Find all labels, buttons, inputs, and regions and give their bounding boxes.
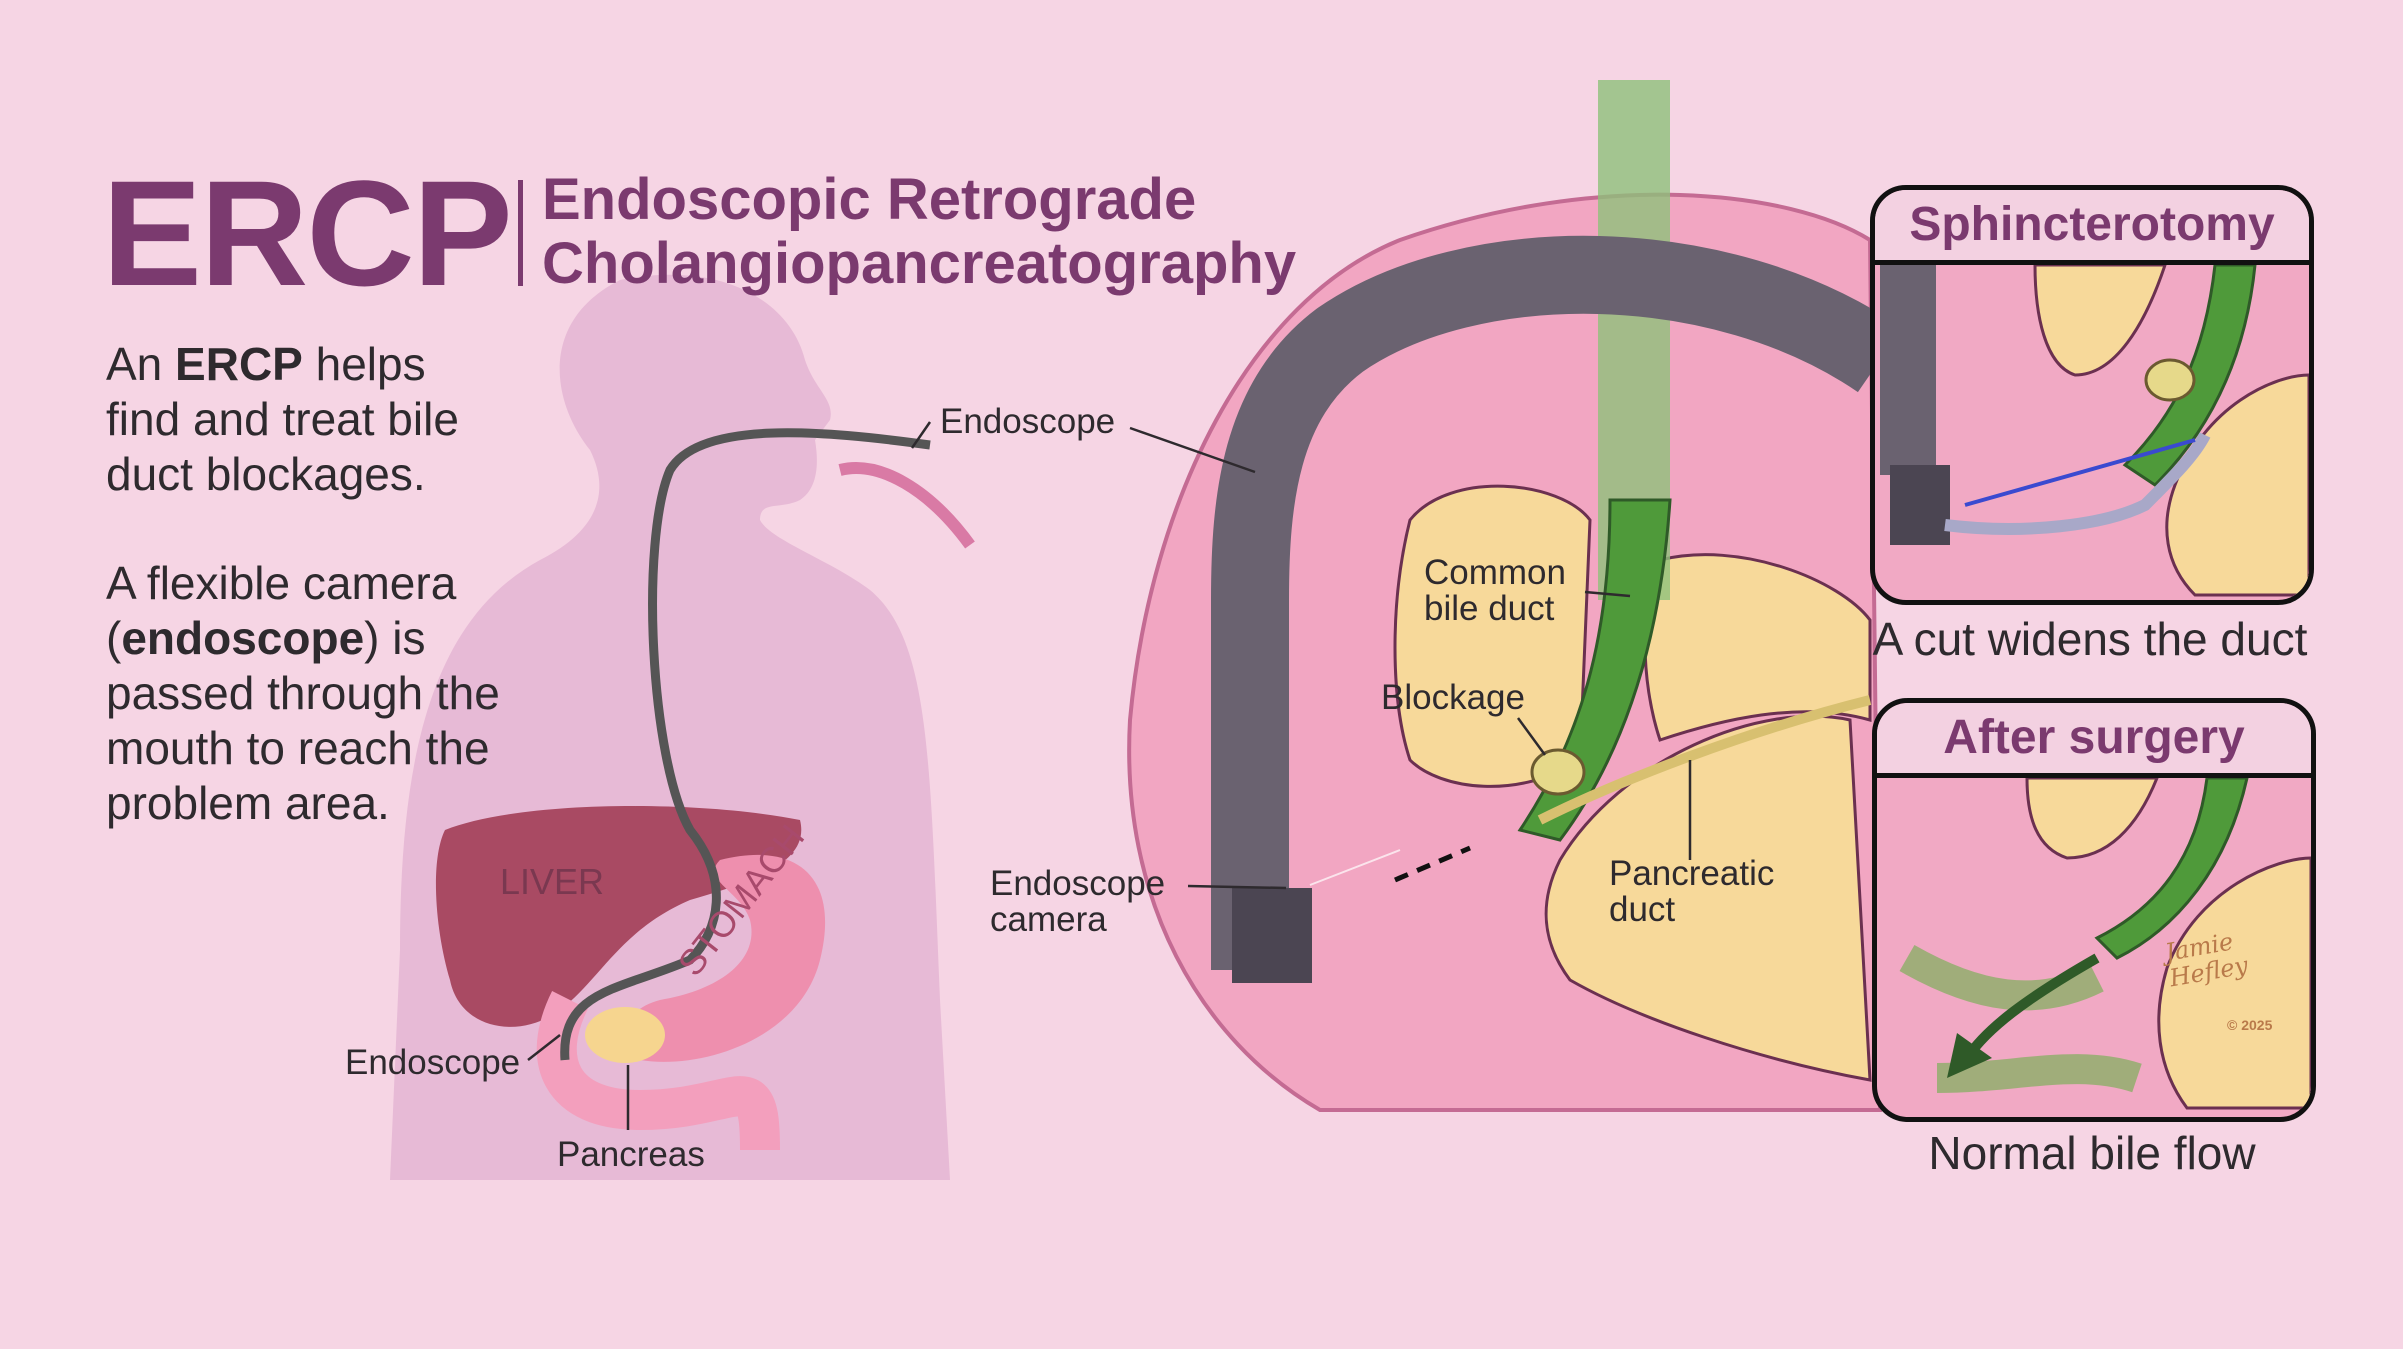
camera-view-dashes [1394,845,1471,883]
text: Common [1424,553,1566,592]
text: duct [1609,890,1676,929]
title-acronym: ERCP [102,149,513,317]
inset-caption-sphincterotomy: A cut widens the duct [1872,613,2308,665]
organ-lobe-upper [1393,484,1592,788]
text: bile duct [1424,589,1555,628]
title-line-2: Cholangiopancreatography [542,231,1297,296]
insertion-arrow [838,462,975,549]
inset-title: After surgery [1877,703,2311,778]
camera-view-beam-top [1309,849,1401,886]
leader-lines [527,421,1692,1130]
label-blockage: Blockage [1381,678,1525,717]
text: A flexible camera ( [106,557,457,664]
inset-sphincterotomy: Sphincterotomy [1870,185,2314,605]
label-liver: LIVER [500,861,605,902]
title-line-1: Endoscopic Retrograde [542,167,1197,232]
organ-lobe-lower [1544,714,1872,1082]
endoscope-tube-small [560,428,931,1061]
blockage-stone [1530,748,1586,796]
endoscope-tip [1232,888,1312,983]
pancreas-organ [585,1007,665,1063]
text: helps find and treat bile duct blockages… [106,338,459,500]
text: camera [990,900,1107,939]
text: An [106,338,176,390]
text-bold: ERCP [175,338,303,390]
common-bile-duct [1517,498,1672,842]
copyright: © 2025 [2227,1017,2273,1033]
text: ) is passed through the mouth to reach t… [106,612,500,829]
title-full-name: Endoscopic Retrograde Cholangiopancreato… [542,168,1296,296]
inset-sphincterotomy-art [1880,263,2309,597]
inset-caption-after-surgery: Normal bile flow [1928,1127,2256,1179]
label-endoscope-bottom: Endoscope [345,1043,521,1082]
text: Pancreatic [1609,854,1775,893]
text-bold: endoscope [121,612,365,664]
title-divider [518,180,523,286]
inset-title: Sphincterotomy [1875,190,2309,265]
intro-paragraph-1: An ERCP helps find and treat bile duct b… [106,337,506,502]
label-pancreas: Pancreas [557,1135,705,1174]
label-endoscope-top: Endoscope [940,402,1116,441]
endoscope-tube-large [1211,235,1903,970]
pancreatic-duct [1537,695,1872,825]
text: Endoscope [990,864,1166,903]
duodenum [536,991,780,1151]
stomach [622,854,826,1062]
intro-paragraph-2: A flexible camera (endoscope) is passed … [106,556,546,831]
inset-after-surgery-art [1899,778,2311,1110]
